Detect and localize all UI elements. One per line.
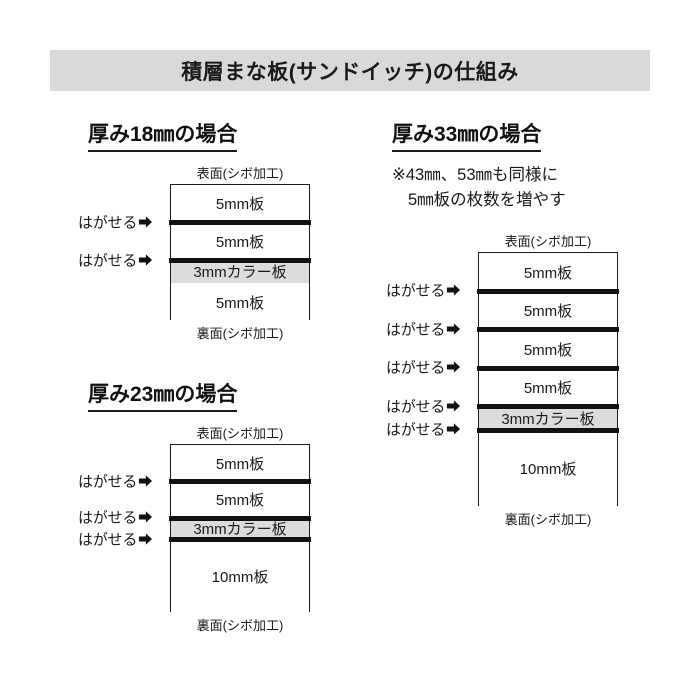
seam-line-thickness-23-2 — [169, 537, 311, 543]
page-title-banner: 積層まな板(サンドイッチ)の仕組み — [50, 50, 650, 91]
section-heading-thickness-18: 厚み18㎜の場合 — [88, 118, 238, 152]
layer-thickness-33-5: 10mm板 — [479, 430, 617, 507]
layer-thickness-18-0: 5mm板 — [171, 185, 309, 223]
peelable-marker-thickness-33-4: はがせる — [386, 419, 461, 440]
peelable-label: はがせる — [78, 473, 138, 491]
caption-back-face-23: 裏面(シボ加工) — [196, 618, 284, 633]
caption-back-face-18: 裏面(シボ加工) — [196, 326, 284, 341]
layer-thickness-18-2: 3mmカラー板 — [171, 260, 309, 284]
layer-label: 5mm板 — [523, 341, 573, 359]
peelable-label: はがせる — [78, 531, 138, 549]
peelable-label: はがせる — [386, 421, 446, 439]
layer-thickness-18-3: 5mm板 — [171, 283, 309, 321]
layer-label: 5mm板 — [215, 294, 265, 312]
right-arrow-icon — [138, 473, 153, 488]
layer-label: 3mmカラー板 — [193, 521, 287, 539]
peelable-marker-thickness-18-1: はがせる — [78, 249, 153, 270]
caption-front-face-33: 表面(シボ加工) — [504, 234, 592, 249]
stack-body-23: 5mm板 5mm板 3mmカラー板 10mm板 — [169, 444, 311, 613]
layer-thickness-33-1: 5mm板 — [479, 291, 617, 330]
peelable-label: はがせる — [78, 252, 138, 270]
section-heading-thickness-33: 厚み33㎜の場合 — [392, 118, 542, 152]
seam-line-thickness-18-0 — [169, 220, 311, 226]
page-title: 積層まな板(サンドイッチ)の仕組み — [181, 60, 519, 84]
note-line-1: ※43㎜、53㎜も同様に — [392, 166, 559, 184]
caption-back-face-33: 裏面(シボ加工) — [504, 512, 592, 527]
peelable-label: はがせる — [78, 214, 138, 232]
peelable-marker-thickness-33-0: はがせる — [386, 280, 461, 301]
layer-thickness-33-4: 3mmカラー板 — [479, 406, 617, 431]
seam-line-thickness-18-1 — [169, 258, 311, 264]
section-note-thickness-33: ※43㎜、53㎜も同様に 5㎜板の枚数を増やす — [392, 163, 566, 213]
layer-thickness-33-0: 5mm板 — [479, 253, 617, 292]
layer-thickness-23-3: 10mm板 — [171, 539, 309, 613]
seam-line-thickness-33-4 — [477, 427, 619, 433]
layer-thickness-23-1: 5mm板 — [171, 481, 309, 519]
right-arrow-icon — [138, 510, 153, 525]
stack-body-18: 5mm板 5mm板 3mmカラー板 5mm板 — [169, 184, 311, 321]
peelable-marker-thickness-18-0: はがせる — [78, 211, 153, 232]
layer-label: 5mm板 — [523, 380, 573, 398]
note-line-2: 5㎜板の枚数を増やす — [408, 190, 566, 209]
seam-line-thickness-33-0 — [477, 288, 619, 294]
stack-diagram-thickness-33: 表面(シボ加工) 5mm板 5mm板 5mm板 5mm板 3mmカラー板 10mm板 裏面… — [477, 234, 619, 527]
right-arrow-icon — [138, 531, 153, 546]
peelable-label: はがせる — [386, 398, 446, 416]
peelable-label: はがせる — [386, 282, 446, 300]
peelable-label: はがせる — [386, 321, 446, 339]
peelable-marker-thickness-23-0: はがせる — [78, 470, 153, 491]
layer-label: 10mm板 — [519, 461, 577, 478]
section-heading-thickness-23: 厚み23㎜の場合 — [88, 378, 238, 412]
right-arrow-icon — [446, 398, 461, 413]
layer-label: 5mm板 — [523, 303, 573, 321]
stack-diagram-thickness-23: 表面(シボ加工) 5mm板 5mm板 3mmカラー板 10mm板 裏面(シボ加工) — [169, 426, 311, 633]
right-arrow-icon — [138, 214, 153, 229]
right-arrow-icon — [446, 422, 461, 437]
seam-line-thickness-33-3 — [477, 404, 619, 410]
right-arrow-icon — [138, 252, 153, 267]
peelable-marker-thickness-33-2: はがせる — [386, 357, 461, 378]
layer-label: 3mmカラー板 — [501, 410, 595, 428]
caption-front-face-23: 表面(シボ加工) — [196, 426, 284, 441]
layer-thickness-18-1: 5mm板 — [171, 222, 309, 261]
layer-thickness-23-0: 5mm板 — [171, 445, 309, 482]
layer-thickness-23-2: 3mmカラー板 — [171, 518, 309, 540]
peelable-marker-thickness-33-1: はがせる — [386, 318, 461, 339]
layer-label: 5mm板 — [215, 234, 265, 252]
peelable-marker-thickness-23-2: はがせる — [78, 528, 153, 549]
right-arrow-icon — [446, 360, 461, 375]
layer-label: 5mm板 — [215, 492, 265, 510]
layer-label: 3mmカラー板 — [193, 264, 287, 282]
peelable-marker-thickness-33-3: はがせる — [386, 395, 461, 416]
right-arrow-icon — [446, 321, 461, 336]
layer-thickness-33-3: 5mm板 — [479, 368, 617, 407]
peelable-label: はがせる — [78, 509, 138, 527]
stack-diagram-thickness-18: 表面(シボ加工) 5mm板 5mm板 3mmカラー板 5mm板 裏面(シボ加工) — [169, 166, 311, 341]
layer-thickness-33-2: 5mm板 — [479, 329, 617, 369]
caption-front-face-18: 表面(シボ加工) — [196, 166, 284, 181]
peelable-marker-thickness-23-1: はがせる — [78, 507, 153, 528]
layer-label: 5mm板 — [523, 264, 573, 282]
right-arrow-icon — [446, 283, 461, 298]
seam-line-thickness-23-0 — [169, 479, 311, 485]
stack-body-33: 5mm板 5mm板 5mm板 5mm板 3mmカラー板 10mm板 — [477, 252, 619, 507]
layer-label: 10mm板 — [211, 568, 269, 586]
layer-label: 5mm板 — [215, 455, 265, 473]
peelable-label: はがせる — [386, 359, 446, 377]
seam-line-thickness-33-1 — [477, 327, 619, 333]
seam-line-thickness-33-2 — [477, 365, 619, 371]
seam-line-thickness-23-1 — [169, 515, 311, 521]
layer-label: 5mm板 — [215, 196, 265, 214]
